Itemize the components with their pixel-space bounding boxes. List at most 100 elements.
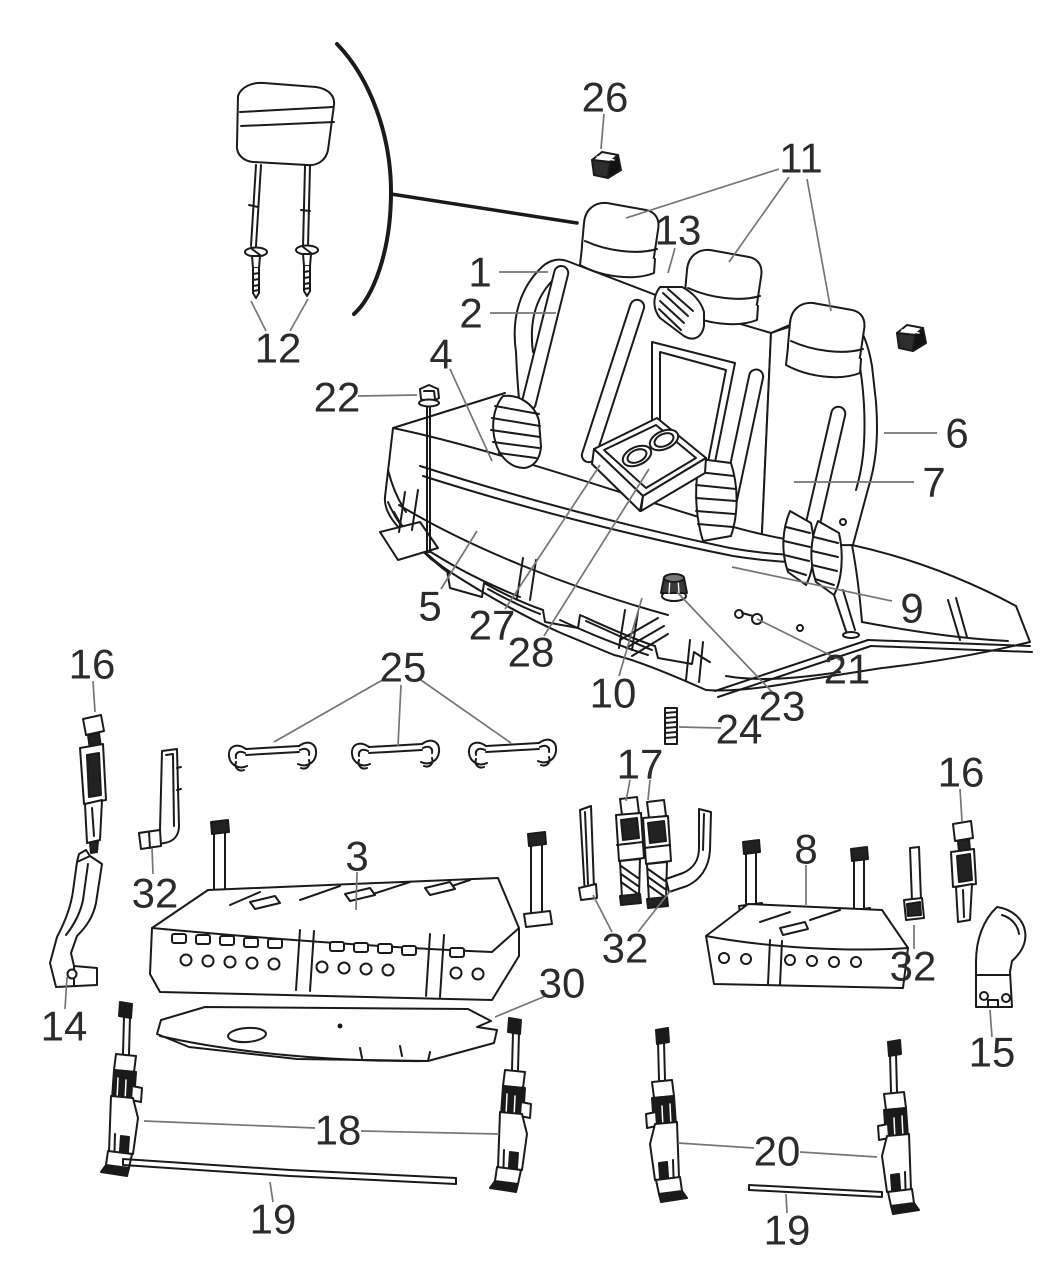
svg-text:16: 16	[938, 749, 985, 796]
svg-text:10: 10	[590, 670, 637, 717]
callout-26: 26	[582, 74, 629, 150]
artwork	[49, 42, 1033, 1215]
svg-text:30: 30	[539, 960, 586, 1007]
bracket-15	[975, 906, 1027, 1008]
callout-21: 21	[756, 618, 871, 693]
svg-text:27: 27	[469, 602, 516, 649]
svg-text:14: 14	[41, 1003, 88, 1050]
callout-25: 25	[273, 644, 512, 747]
callout-32: 32	[890, 925, 937, 990]
callout-22: 22	[314, 374, 418, 421]
svg-text:12: 12	[255, 325, 302, 372]
callout-6: 6	[884, 410, 969, 457]
frame-3-slots	[171, 933, 465, 958]
svg-text:1: 1	[468, 249, 491, 296]
torsion-rod-right	[748, 1184, 883, 1198]
callout-10: 10	[590, 597, 643, 717]
callout-32: 32	[592, 889, 672, 972]
svg-text:19: 19	[764, 1207, 811, 1254]
svg-text:7: 7	[922, 459, 945, 506]
bracket-14	[49, 849, 103, 988]
svg-text:28: 28	[508, 629, 555, 676]
svg-text:20: 20	[754, 1128, 801, 1175]
svg-text:2: 2	[459, 290, 482, 337]
nut-23	[660, 573, 688, 602]
svg-text:4: 4	[429, 331, 452, 378]
svg-text:5: 5	[418, 583, 441, 630]
bracket-32-right	[903, 846, 925, 921]
headrest-left	[579, 201, 660, 279]
bracket-32-left	[138, 748, 182, 850]
callout-27: 27	[469, 464, 601, 649]
load-floor-panel-30	[156, 1006, 498, 1063]
callout-28: 28	[508, 468, 650, 676]
recliner-straps	[490, 394, 843, 596]
headrest-post-left	[248, 164, 262, 247]
seat-frame-8	[705, 839, 909, 989]
svg-text:32: 32	[132, 870, 179, 917]
callout-15: 15	[969, 1009, 1016, 1076]
svg-text:25: 25	[380, 644, 427, 691]
callout-16: 16	[938, 749, 985, 822]
callout-20: 20	[677, 1128, 878, 1175]
belt-guide	[653, 286, 705, 340]
belt-retractor-left	[79, 714, 107, 854]
callout-17: 17	[617, 741, 664, 802]
svg-text:9: 9	[900, 585, 923, 632]
callout-30: 30	[494, 960, 586, 1018]
svg-text:11: 11	[779, 135, 823, 182]
svg-text:32: 32	[602, 925, 649, 972]
torsion-rod-left	[122, 1158, 457, 1185]
svg-text:13: 13	[655, 207, 702, 254]
callout-11: 11	[625, 135, 832, 312]
belt-retractor-right	[950, 820, 977, 923]
callout-7: 7	[794, 459, 946, 506]
svg-text:15: 15	[969, 1029, 1016, 1076]
callout-12: 12	[250, 298, 309, 372]
seat-base-pan	[379, 489, 1033, 698]
seat-frame-3	[149, 819, 553, 1001]
callout-8: 8	[794, 826, 818, 905]
callout-32: 32	[132, 847, 179, 917]
callout-9: 9	[731, 566, 924, 632]
callout-13: 13	[655, 207, 702, 274]
callout-4: 4	[429, 331, 493, 462]
callout-14: 14	[41, 976, 88, 1050]
callout-19: 19	[764, 1193, 811, 1254]
svg-text:21: 21	[824, 646, 871, 693]
callout-1: 1	[468, 249, 548, 296]
headrest-assembly	[235, 81, 336, 299]
callout-5: 5	[418, 530, 478, 630]
headrest-post-right	[300, 165, 311, 248]
stud-24	[664, 707, 678, 745]
svg-text:6: 6	[945, 410, 968, 457]
belt-slots	[520, 264, 847, 540]
detail-arc	[335, 42, 579, 316]
svg-text:22: 22	[314, 374, 361, 421]
headrest-guide-screws	[244, 244, 319, 299]
svg-text:3: 3	[345, 833, 368, 880]
callout-19: 19	[250, 1181, 297, 1243]
callout-23: 23	[676, 591, 806, 730]
frame-3-holes	[179, 953, 485, 981]
svg-text:24: 24	[716, 706, 763, 753]
headrest-right	[785, 301, 866, 379]
svg-text:18: 18	[315, 1107, 362, 1154]
callout-24: 24	[678, 706, 763, 753]
bolt-22	[418, 384, 440, 553]
svg-text:8: 8	[794, 826, 817, 873]
cupholder-tray	[591, 417, 707, 512]
pull-pin-21	[734, 609, 763, 625]
svg-text:26: 26	[582, 74, 629, 121]
svg-text:19: 19	[250, 1196, 297, 1243]
buckles-17	[578, 796, 712, 909]
svg-text:23: 23	[759, 683, 806, 730]
svg-text:17: 17	[617, 741, 664, 788]
callout-2: 2	[459, 290, 556, 337]
svg-text:32: 32	[890, 943, 937, 990]
callout-3: 3	[345, 833, 369, 911]
callout-16: 16	[69, 641, 115, 713]
